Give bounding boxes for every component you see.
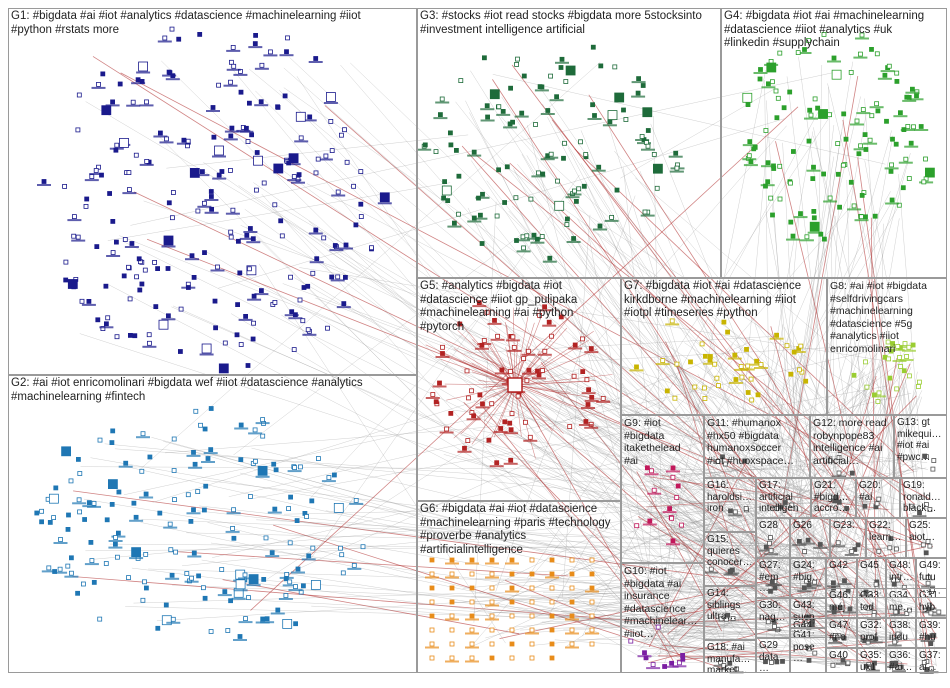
group-box-g38: G38: indu…: [886, 618, 916, 648]
group-label-g48: G48: intr…: [889, 560, 913, 583]
group-box-g7: G7: #bigdata #iot #ai #datascience kirkd…: [621, 278, 827, 415]
group-box-g40: G40: [826, 648, 857, 673]
group-box-g22: G22: learn…: [866, 518, 906, 558]
group-label-g42: G42: [829, 560, 854, 572]
group-label-g12: G12: more read robynpope83 intelligence …: [813, 417, 891, 467]
group-box-g15: G15: quieres conocer…: [704, 532, 756, 586]
group-label-g22: G22: learn…: [869, 520, 903, 543]
group-box-g26: G26: [790, 518, 830, 558]
group-box-g27: G27: #em…: [756, 558, 790, 598]
group-label-g8: G8: #ai #iot #bigdata #selfdrivingcars #…: [830, 280, 944, 355]
group-label-g49: G49: futu…: [919, 560, 944, 595]
group-label-g26: G26: [793, 520, 827, 532]
group-box-g19: G19: ronald… black…: [900, 478, 947, 518]
group-label-g21: G21: #bigd… accro…: [814, 480, 853, 515]
group-label-g38: G38: indu…: [889, 620, 913, 648]
group-label-g23: G23:: [833, 520, 863, 532]
group-box-g12: G12: more read robynpope83 intelligence …: [810, 415, 894, 478]
group-label-g30: G30: nag…: [759, 600, 787, 623]
group-box-g44: G44:…: [790, 618, 826, 628]
group-label-g28: G28: [759, 520, 787, 532]
group-box-g10: G10: #iot #bigdata #ai insurance #datasc…: [621, 563, 704, 673]
group-box-g29: G29 data…: [756, 638, 790, 673]
group-label-g16: G16: haroldsi… iron: [707, 480, 753, 515]
group-box-g49: G49: futu…: [916, 558, 947, 598]
group-box-g14: G14: siblings ultra…: [704, 586, 756, 640]
group-box-g25: G25: aiot…: [906, 518, 947, 558]
group-label-g24: G24: #big…: [793, 560, 823, 583]
group-label-g45: G45: [860, 560, 883, 572]
group-label-g18: G18: #ai manufa… market…: [707, 642, 753, 673]
group-label-g10: G10: #iot #bigdata #ai insurance #datasc…: [624, 565, 701, 640]
group-box-g17: G17: artificial intelligen…: [756, 478, 811, 518]
group-label-g32: G32: prof: [860, 620, 883, 643]
group-box-g16: G16: haroldsi… iron: [704, 478, 756, 532]
group-label-g9: G9: #iot #bigdata itakethelead #ai: [624, 417, 701, 467]
group-box-g3: G3: #stocks #iot read stocks #bigdata mo…: [417, 8, 721, 278]
group-label-g44: G44:…: [793, 620, 823, 628]
group-label-g47: G47: #no…: [829, 620, 854, 648]
group-box-g35: G35: ux1…: [857, 648, 886, 673]
group-box-g11: G11: #humanox #hx50 #bigdata humanoxsocc…: [704, 415, 810, 478]
group-box-g21: G21: #bigd… accro…: [811, 478, 856, 518]
group-label-g39: G39: #hu…: [919, 620, 944, 648]
group-box-g20: G20: #ai: [856, 478, 900, 518]
group-box-g13: G13: gt mikequi… #iot #ai #pwc…: [894, 415, 947, 478]
group-box-g2: G2: #ai #iot enricomolinari #bigdata wef…: [8, 375, 417, 673]
group-label-g40: G40: [829, 650, 854, 662]
group-label-g29: G29 data…: [759, 640, 787, 673]
group-box-g18: G18: #ai manufa… market…: [704, 640, 756, 673]
group-label-g1: G1: #bigdata #ai #iot #analytics #datasc…: [11, 10, 414, 37]
group-box-g1: G1: #bigdata #ai #iot #analytics #datasc…: [8, 8, 417, 375]
group-box-g30: G30: nag…: [756, 598, 790, 638]
group-box-g8: G8: #ai #iot #bigdata #selfdrivingcars #…: [827, 278, 947, 415]
group-label-g13: G13: gt mikequi… #iot #ai #pwc…: [897, 417, 944, 463]
group-box-g6: G6: #bigdata #ai #iot #datascience #mach…: [417, 501, 621, 673]
group-label-g14: G14: siblings ultra…: [707, 588, 753, 623]
group-box-g32: G32: prof: [857, 618, 886, 648]
group-box-g45: G45: [857, 558, 886, 598]
group-label-g5: G5: #analytics #bigdata #iot #datascienc…: [420, 280, 618, 334]
group-box-g4: G4: #bigdata #iot #ai #machinelearning #…: [721, 8, 947, 278]
group-label-g37: G37: ai…: [919, 650, 944, 673]
group-label-g4: G4: #bigdata #iot #ai #machinelearning #…: [724, 10, 944, 51]
group-label-g19: G19: ronald… black…: [903, 480, 944, 515]
group-label-g7: G7: #bigdata #iot #ai #datascience kirkd…: [624, 280, 824, 321]
group-box-g36: G36: #ai…: [886, 648, 916, 673]
group-label-g46: G46: méj…: [829, 590, 854, 618]
group-box-g39: G39: #hu…: [916, 618, 947, 648]
group-box-g5: G5: #analytics #bigdata #iot #datascienc…: [417, 278, 621, 501]
group-label-g17: G17: artificial intelligen…: [759, 480, 808, 518]
group-label-g11: G11: #humanox #hx50 #bigdata humanoxsocc…: [707, 417, 807, 467]
group-box-g37: G37: ai…: [916, 648, 947, 673]
group-label-g27: G27: #em…: [759, 560, 787, 595]
group-label-g36: G36: #ai…: [889, 650, 913, 673]
group-label-g3: G3: #stocks #iot read stocks #bigdata mo…: [420, 10, 718, 37]
group-box-g24: G24: #big…: [790, 558, 826, 598]
group-label-g6: G6: #bigdata #ai #iot #datascience #mach…: [420, 503, 618, 557]
group-box-g46: G46: méj…: [826, 588, 857, 618]
group-box-g28: G28: [756, 518, 790, 558]
group-box-g9: G9: #iot #bigdata itakethelead #ai: [621, 415, 704, 563]
group-label-g2: G2: #ai #iot enricomolinari #bigdata wef…: [11, 377, 414, 404]
group-label-g15: G15: quieres conocer…: [707, 534, 753, 569]
group-box-g47: G47: #no…: [826, 618, 857, 648]
group-label-g20: G20: #ai: [859, 480, 897, 503]
group-box-g48: G48: intr…: [886, 558, 916, 598]
group-label-g35: G35: ux1…: [860, 650, 883, 673]
group-label-g25: G25: aiot…: [909, 520, 944, 543]
group-box-g23: G23:: [830, 518, 866, 558]
